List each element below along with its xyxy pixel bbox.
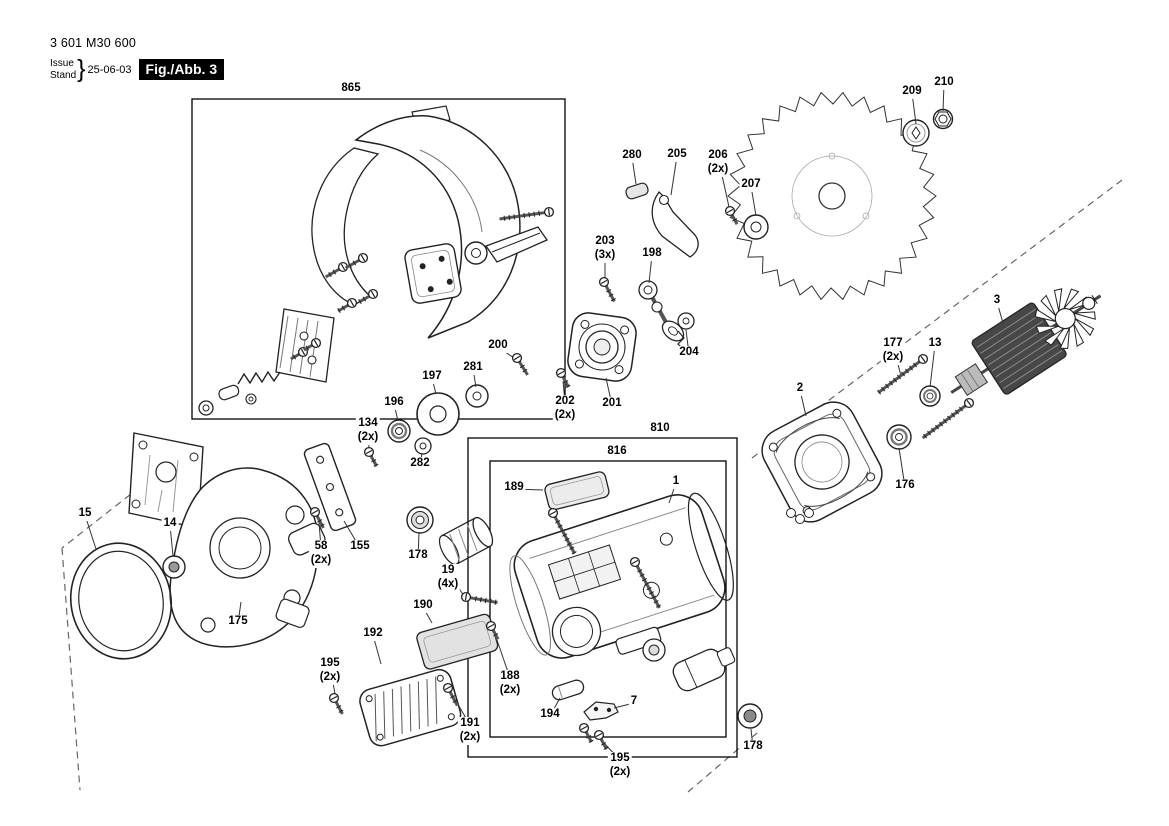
guard-plate [404, 243, 462, 304]
pinion-spring [677, 312, 695, 351]
ring-282 [414, 437, 432, 455]
brace-glyph: } [77, 55, 86, 83]
stator-wires [786, 508, 814, 524]
capacitor [551, 679, 585, 701]
issue-stand-labels: Issue Stand [50, 58, 76, 81]
stand-label: Stand [50, 69, 77, 81]
blade-nut [932, 108, 954, 130]
gear-cover [169, 467, 326, 648]
felt-washer [162, 555, 186, 579]
guard-sector-bracket [275, 308, 335, 383]
part-number: 3 601 M30 600 [50, 36, 136, 50]
bearing-196 [387, 419, 411, 443]
bearing-flange [567, 312, 637, 382]
washer-281 [465, 384, 489, 408]
armature [950, 288, 1102, 397]
bearing-178-left [406, 506, 434, 534]
housing-cover [544, 471, 610, 511]
switch-bearing [642, 638, 666, 662]
guard-pin [218, 384, 240, 401]
cable-clip [583, 701, 619, 721]
armature-fan [1034, 288, 1096, 349]
box-816 [489, 460, 727, 738]
mounting-bracket [303, 442, 357, 532]
cover-ring [69, 542, 173, 660]
bearing-13 [919, 385, 941, 407]
figure-badge: Fig./Abb. 3 [138, 59, 225, 80]
brush-holder-cylinder [438, 516, 494, 566]
header: 3 601 M30 600 Issue Stand } 25-06-03 Fig… [50, 36, 225, 84]
baffle-plate [416, 613, 499, 670]
vent-grille [359, 668, 462, 747]
issue-date: 25-06-03 [87, 63, 132, 76]
screws [290, 205, 975, 750]
washer-197 [416, 392, 460, 436]
guard-spring [237, 370, 281, 385]
guard-lever [464, 226, 548, 265]
release-lever [651, 191, 699, 258]
motor-housing [509, 492, 734, 659]
flange-washer-207 [743, 214, 769, 240]
gear-plate [128, 432, 204, 529]
issue-label: Issue [50, 58, 74, 69]
connector-body [672, 647, 736, 692]
guard-nut [198, 393, 257, 416]
stator [761, 401, 883, 523]
saw-blade [727, 91, 937, 301]
cap-178-right [737, 703, 763, 729]
bearing-176 [886, 424, 912, 450]
end-cap-280 [625, 182, 649, 200]
gear-shaft [638, 280, 685, 342]
blade-guard [311, 105, 521, 339]
